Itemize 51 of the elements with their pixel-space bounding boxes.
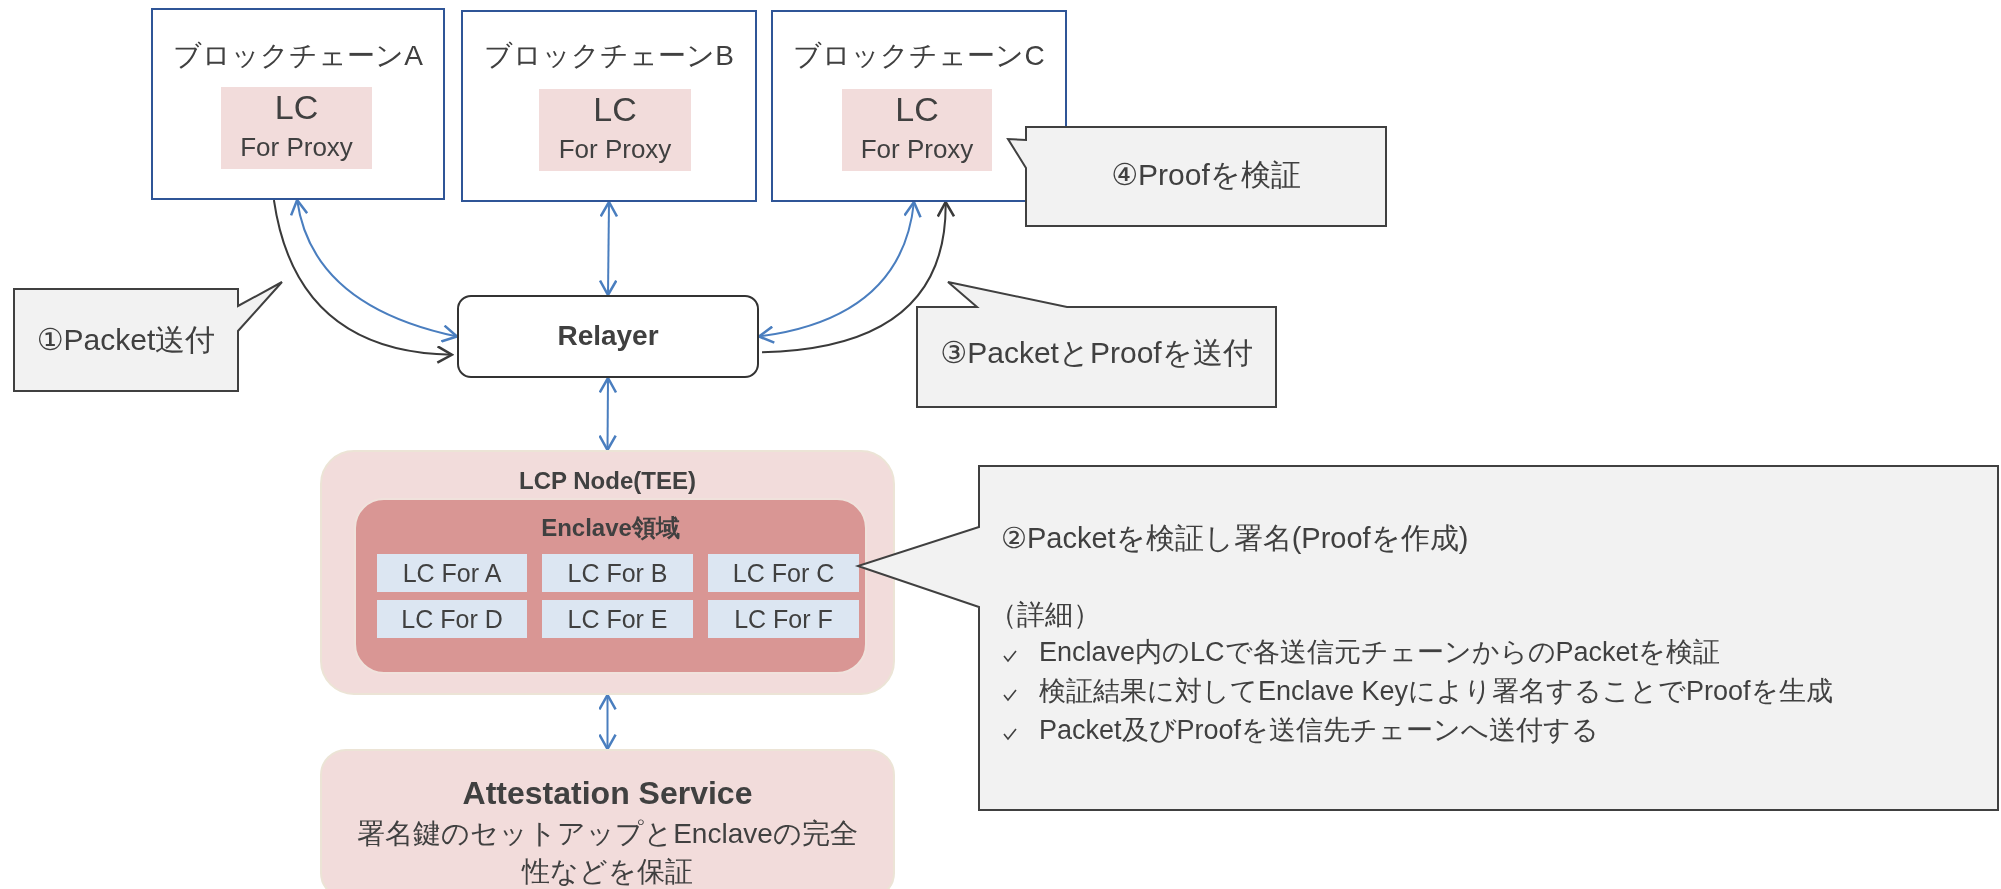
light-client-box [708, 600, 859, 638]
box-title: LC [273, 87, 320, 128]
callout-text: ④Proofを検証 [1110, 157, 1302, 193]
double-arrow [598, 200, 619, 297]
callout-text: ②Packetを検証し署名(Proofを作成) [1001, 521, 1469, 556]
double-arrow [598, 376, 618, 452]
blockchain-box [151, 8, 445, 200]
box-title: ブロックチェーンA [172, 39, 424, 73]
box-title: LC For F [733, 604, 834, 635]
curved-arrow [757, 200, 921, 344]
box-subtitle: For Proxy [239, 132, 354, 164]
box-title: ブロックチェーンC [792, 39, 1046, 73]
description-text: 署名鍵のセットアップとEnclaveの完全性などを保証 [356, 817, 859, 889]
box-title: LC For A [401, 558, 503, 589]
bullet-text: Enclave内のLCで各送信元チェーンからのPacketを検証 [1039, 636, 1721, 669]
light-client-box [542, 600, 693, 638]
section-heading: （詳細） [989, 598, 1101, 632]
light-client-box [708, 554, 859, 592]
callout-text: ①Packet送付 [35, 322, 217, 358]
curved-arrow [761, 200, 955, 354]
box-title: LC [592, 89, 638, 130]
node-panel [320, 450, 895, 695]
enclave-panel [354, 498, 867, 674]
bullet-text: 検証結果に対してEnclave Keyにより署名することでProofを生成 [1039, 675, 1833, 708]
relayer-box [457, 295, 759, 378]
box-title: LCP Node(TEE) [518, 467, 697, 496]
box-title: LC For B [566, 558, 669, 589]
box-title: Attestation Service [461, 774, 754, 813]
service-box [320, 749, 895, 889]
box-title: LC For C [731, 558, 836, 589]
light-client-box [542, 554, 693, 592]
blockchain-box [771, 10, 1067, 202]
box-title: Enclave領域 [540, 514, 681, 543]
light-client-box [539, 89, 691, 171]
box-title: LC For D [400, 604, 504, 635]
light-client-box [377, 600, 527, 638]
box-title: LC [894, 89, 940, 130]
blockchain-box [461, 10, 757, 202]
double-arrow [598, 693, 617, 751]
box-title: Relayer [556, 319, 660, 353]
curved-arrow [272, 199, 454, 364]
callout-text: ③PacketとProofを送付 [939, 335, 1254, 371]
box-subtitle: For Proxy [557, 134, 673, 166]
light-client-box [221, 87, 372, 169]
bullet-text: Packet及びProofを送信先チェーンへ送付する [1039, 714, 1600, 747]
box-title: ブロックチェーンB [483, 39, 735, 73]
light-client-box [842, 89, 992, 171]
box-title: LC For E [566, 604, 669, 635]
box-subtitle: For Proxy [859, 134, 975, 166]
light-client-box [377, 554, 527, 592]
curved-arrow [290, 198, 459, 343]
